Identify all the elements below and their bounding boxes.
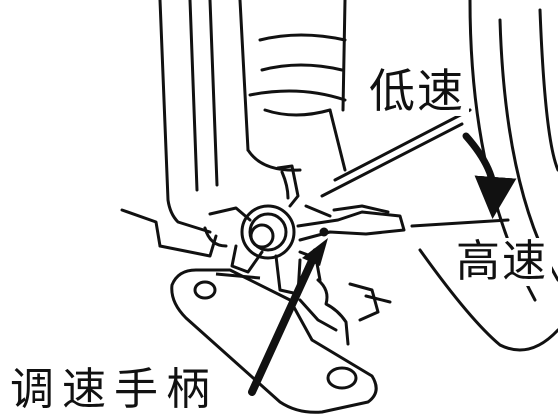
machine-column <box>120 0 347 258</box>
direction-arrow <box>462 132 517 219</box>
high-speed-leader <box>410 218 510 228</box>
handle-pointer-arrow <box>248 238 328 396</box>
speed-handle-label: 调速手柄 <box>8 364 220 415</box>
low-speed-leader <box>320 122 464 198</box>
lever-mechanism <box>203 164 406 346</box>
base-plate <box>170 268 378 414</box>
high-speed-label: 高速 <box>452 238 552 286</box>
callout-lines <box>320 122 510 228</box>
low-speed-label: 低速 <box>365 66 469 116</box>
